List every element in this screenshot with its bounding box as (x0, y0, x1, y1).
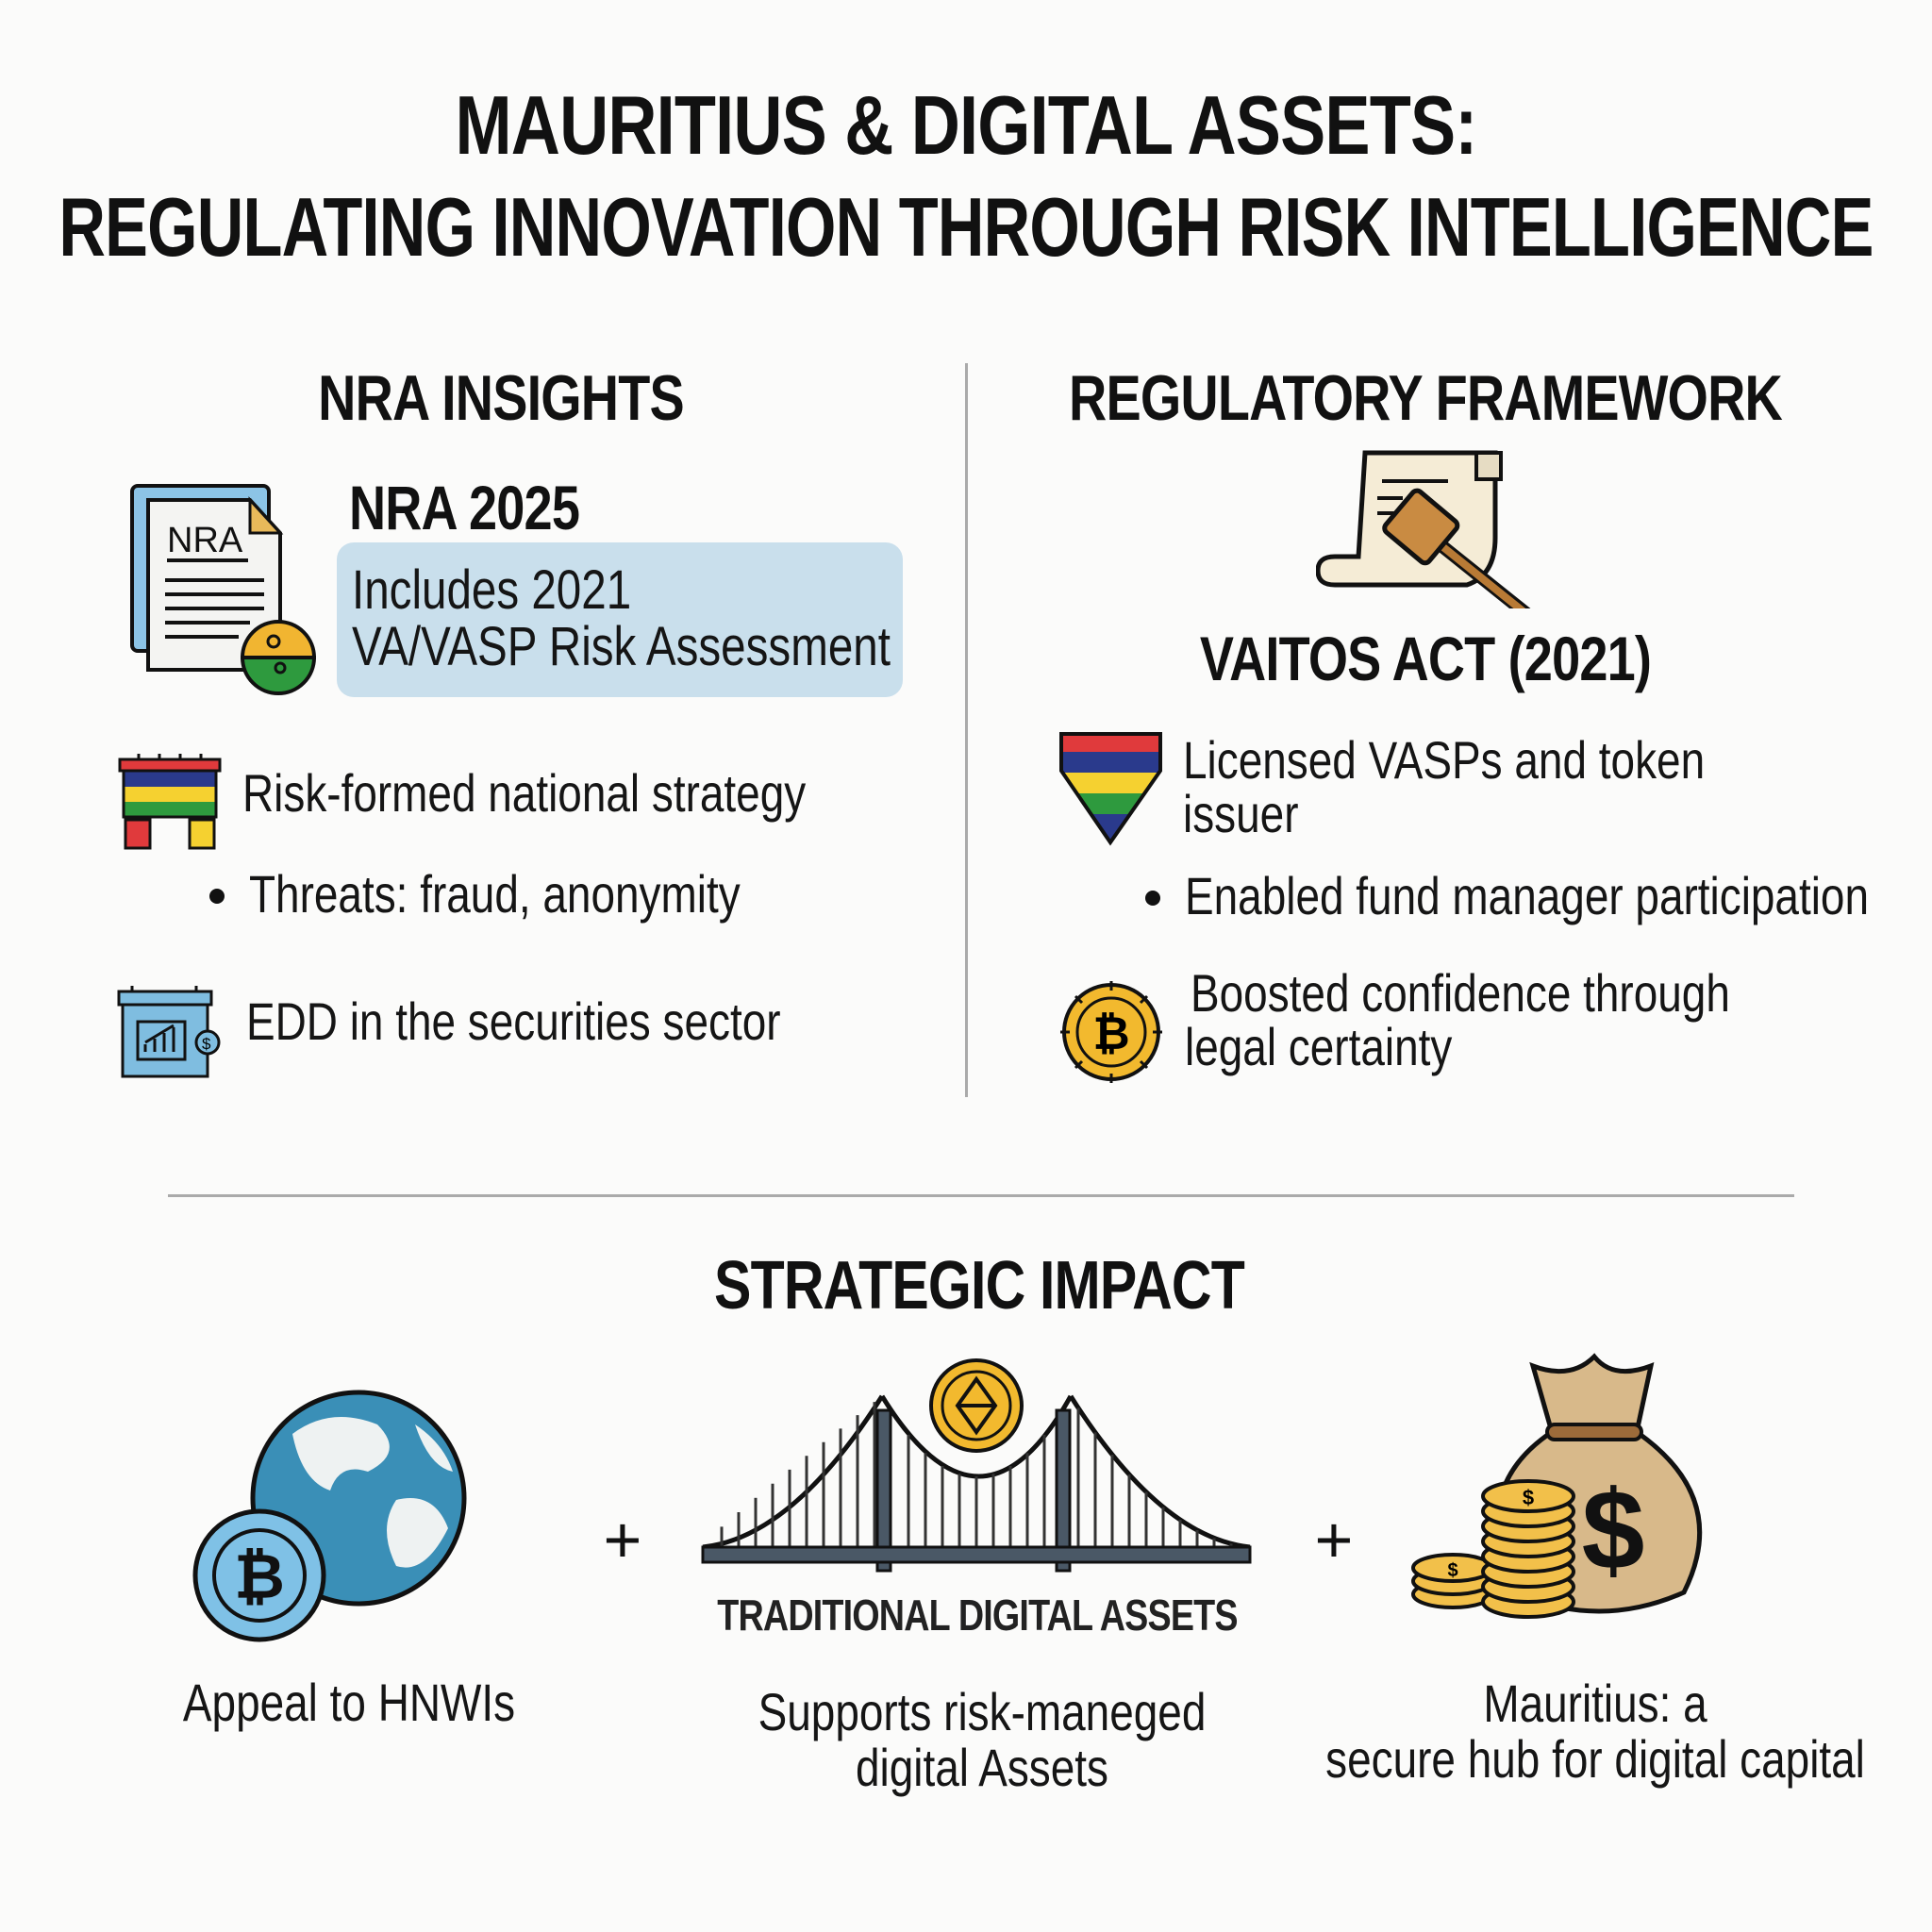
strategic-impact-heading: STRATEGIC IMPACT (714, 1248, 1245, 1324)
bitcoin-coin-icon: ₿ (1060, 981, 1162, 1083)
boosted-confidence-line1: Boosted confidence through (1191, 963, 1730, 1023)
nra-2025-heading: NRA 2025 (349, 473, 580, 542)
money-bag-icon: $ $ $ (1411, 1353, 1703, 1619)
plus-icon: + (1314, 1503, 1354, 1576)
svg-text:₿: ₿ (234, 1541, 285, 1611)
supports-line1: Supports risk-maneged (758, 1682, 1207, 1741)
title-line1: MAURITIUS & DIGITAL ASSETS: (455, 78, 1478, 172)
boosted-confidence-line2: legal certainty (1185, 1017, 1453, 1076)
box-line2: VA/VASP Risk Assessment (352, 616, 891, 677)
title-line2: REGULATING INNOVATION THROUGH RISK INTEL… (58, 180, 1874, 274)
nra-assessment-box: Includes 2021 VA/VASP Risk Assessment (337, 542, 903, 697)
mauritius-flag-stand-icon (118, 754, 222, 850)
nra-document-icon: NRA (130, 484, 316, 695)
appeal-hnwis-text: Appeal to HNWIs (182, 1673, 516, 1732)
threats-text: Threats: fraud, anonymity (249, 864, 741, 924)
nra-insights-heading: NRA INSIGHTS (318, 362, 685, 434)
svg-text:$: $ (1523, 1486, 1534, 1509)
bridge-ethereum-icon (701, 1358, 1252, 1573)
supports-line2: digital Assets (855, 1738, 1109, 1797)
svg-text:$: $ (202, 1035, 211, 1053)
vaitos-heading: VAITOS ACT (2021) (1199, 624, 1652, 693)
vertical-divider (965, 363, 968, 1097)
licensed-vasps-line1: Licensed VASPs and token (1183, 730, 1706, 790)
bullet-icon (209, 889, 225, 904)
fund-manager-text: Enabled fund manager participation (1185, 866, 1870, 925)
svg-text:$: $ (1447, 1560, 1457, 1581)
risk-strategy-text: Risk-formed national strategy (242, 763, 807, 823)
securities-chart-icon: $ (117, 986, 221, 1078)
bullet-icon (1145, 891, 1160, 906)
secure-hub-line1: Mauritius: a (1483, 1674, 1707, 1733)
plus-icon: + (603, 1503, 642, 1576)
globe-bitcoin-icon: ₿ (192, 1390, 467, 1642)
svg-text:₿: ₿ (1092, 1009, 1129, 1059)
regulatory-framework-heading: REGULATORY FRAMEWORK (1069, 362, 1783, 434)
gavel-scroll-icon (1316, 450, 1531, 608)
edd-text: EDD in the securities sector (246, 991, 781, 1051)
licensed-vasps-line2: issuer (1183, 784, 1299, 843)
bridge-caption: TRADITIONAL DIGITAL ASSETS (717, 1591, 1238, 1640)
svg-text:$: $ (1582, 1467, 1645, 1593)
svg-text:NRA: NRA (167, 521, 243, 560)
box-line1: Includes 2021 (352, 559, 632, 621)
flag-shield-icon (1059, 732, 1162, 846)
secure-hub-line2: secure hub for digital capital (1325, 1729, 1865, 1789)
horizontal-divider (168, 1194, 1794, 1197)
